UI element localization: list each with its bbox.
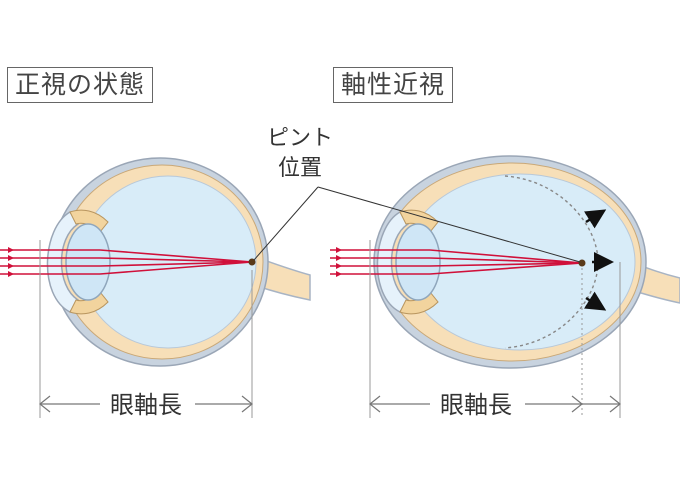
axial-length-label-right: 眼軸長 [440, 391, 512, 419]
normal-vision-title: 正視の状態 [7, 67, 154, 103]
focus-label-line1: ピント [267, 126, 333, 151]
lens-right [395, 223, 441, 301]
focus-label-line2: 位置 [278, 156, 322, 181]
axial-length-left [39, 395, 253, 413]
focus-point-right [578, 259, 586, 267]
light-rays-right [330, 249, 583, 275]
light-rays-left [0, 249, 253, 275]
ray-arrows-right [336, 247, 342, 277]
myopic-eye [330, 155, 680, 369]
axial-myopia-title: 軸性近視 [333, 67, 454, 103]
normal-retina-outline [504, 175, 599, 349]
normal-eye [0, 157, 311, 367]
focus-callout-leaders [253, 186, 581, 263]
axial-length-label-left: 眼軸長 [110, 391, 182, 419]
guide-lines [39, 240, 621, 418]
lens-left [65, 223, 111, 301]
focus-point-left [248, 258, 256, 266]
axial-length-right [369, 395, 621, 413]
ray-arrows-left [8, 247, 14, 277]
elongation-arrows [583, 209, 614, 311]
